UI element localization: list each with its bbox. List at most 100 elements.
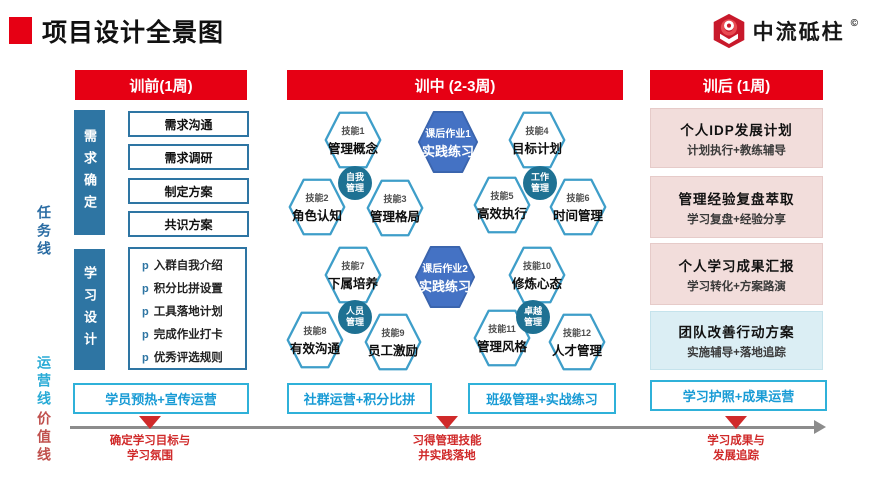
skill-tag: 技能1 (341, 125, 365, 136)
circle-line2: 管理 (345, 183, 364, 193)
title-accent-square (9, 17, 32, 44)
list-item-label: 积分比拼设置 (153, 283, 223, 295)
hexagon-shape (473, 176, 531, 234)
milestone-line2: 发展追踪 (713, 450, 759, 463)
hexagon-shape (324, 111, 382, 169)
post-card-title: 个人IDP发展计划 (680, 122, 793, 138)
circle-line1: 卓越 (523, 306, 542, 317)
stage-label-demand-confirm: 需求确定 (74, 110, 105, 235)
milestone-line2: 并实践落地 (418, 450, 476, 463)
hex-skill-6: 技能6 时间管理 (549, 178, 607, 236)
circle-line1: 工作 (530, 172, 549, 183)
list-item: p 入群自我介绍 (142, 257, 245, 273)
brand-logo-icon (713, 13, 744, 49)
post-card-title: 团队改善行动方案 (678, 325, 795, 340)
hex-skill-10: 技能10 修炼心态 (508, 246, 566, 304)
hexagon-shape (288, 178, 346, 236)
header-pre-training: 训前(1周) (75, 70, 247, 100)
homework-name: 实践练习 (418, 278, 471, 294)
skill-tag: 技能11 (488, 323, 516, 334)
hexagon-shape (414, 245, 476, 309)
list-item: p 完成作业打卡 (142, 326, 245, 342)
post-card-subtitle: 学习复盘+经验分享 (687, 213, 786, 226)
list-item-label: 完成作业打卡 (153, 329, 223, 341)
skill-name: 目标计划 (511, 141, 562, 156)
hexagon-shape (417, 110, 479, 174)
rail-task-line: 任务线 (36, 205, 52, 259)
skill-name: 下属培养 (327, 276, 378, 291)
post-card-title: 个人学习成果汇报 (678, 258, 795, 274)
bullet-icon: p (142, 283, 149, 295)
circle-line2: 管理 (345, 317, 364, 327)
skill-name: 时间管理 (552, 208, 603, 223)
stage-label-learning-design: 学习设计 (74, 249, 105, 370)
hexagon-shape (364, 313, 422, 371)
rail-operation-line: 运营线 (36, 355, 52, 409)
skill-name: 管理风格 (476, 339, 527, 354)
circle-excellence-management: 卓越 管理 (516, 300, 550, 334)
hex-homework-2: 课后作业2 实践练习 (414, 245, 476, 309)
op-box-passport: 学习护照+成果运营 (650, 380, 827, 411)
milestone-marker-icon (725, 416, 747, 429)
hexagon-shape (548, 313, 606, 371)
pre-item-consensus-plan: 共识方案 (128, 211, 249, 237)
post-card-title: 管理经验复盘萃取 (678, 191, 795, 207)
skill-tag: 技能2 (305, 192, 329, 203)
skill-name: 角色认知 (291, 208, 342, 223)
op-box-community: 社群运营+积分比拼 (287, 383, 432, 414)
list-item: p 工具落地计划 (142, 303, 245, 319)
post-card-report: 个人学习成果汇报 学习转化+方案路演 (650, 243, 823, 305)
milestone-line1: 确定学习目标与 (109, 435, 191, 447)
skill-name: 管理概念 (327, 141, 378, 156)
list-item: p 优秀评选规则 (142, 349, 245, 365)
skill-tag: 技能7 (341, 260, 365, 271)
milestone-marker-icon (139, 416, 161, 429)
post-card-idp: 个人IDP发展计划 计划执行+教练辅导 (650, 108, 823, 168)
circle-people-management: 人员 管理 (338, 300, 372, 334)
skill-tag: 技能9 (381, 327, 405, 338)
post-card-team-action: 团队改善行动方案 实施辅导+落地追踪 (650, 311, 823, 370)
rail-value-line: 价值线 (36, 411, 52, 465)
skill-tag: 技能10 (522, 260, 551, 271)
skill-name: 员工激励 (367, 343, 418, 358)
milestone-line1: 习得管理技能 (412, 435, 482, 447)
circle-self-management: 自我 管理 (338, 166, 372, 200)
circle-work-management: 工作 管理 (523, 166, 557, 200)
skill-tag: 技能8 (303, 325, 327, 336)
bullet-icon: p (142, 260, 149, 272)
skill-name: 管理格局 (369, 209, 420, 224)
list-item-label: 优秀评选规则 (153, 352, 223, 364)
bullet-icon: p (142, 306, 149, 318)
hex-skill-11: 技能11 管理风格 (473, 309, 531, 367)
homework-name: 实践练习 (421, 143, 474, 159)
milestone-goal-atmosphere: 确定学习目标与 学习氛围 (110, 434, 191, 464)
brand-logo: 中流砥柱 © (711, 12, 858, 50)
hex-skill-1: 技能1 管理概念 (324, 111, 382, 169)
page-title: 项目设计全景图 (42, 19, 225, 47)
pre-item-make-plan: 制定方案 (128, 178, 249, 204)
milestone-line2: 学习氛围 (127, 450, 173, 463)
pre-item-demand-communication: 需求沟通 (128, 111, 249, 137)
post-card-subtitle: 实施辅导+落地追踪 (687, 347, 786, 359)
skill-name: 修炼心态 (511, 276, 562, 291)
skill-tag: 技能6 (566, 192, 590, 203)
hexagon-shape (508, 246, 566, 304)
hexagon-shape (549, 178, 607, 236)
list-item: p 积分比拼设置 (142, 280, 245, 296)
circle-line1: 自我 (345, 172, 364, 183)
hex-skill-7: 技能7 下属培养 (324, 246, 382, 304)
copyright-mark: © (850, 17, 858, 29)
bullet-icon: p (142, 352, 149, 364)
homework-tag: 课后作业2 (422, 263, 468, 275)
skill-tag: 技能5 (490, 190, 514, 201)
milestone-results-tracking: 学习成果与 发展追踪 (707, 434, 765, 464)
pre-item-demand-research: 需求调研 (128, 144, 249, 170)
hexagon-shape (286, 311, 344, 369)
hexagon-shape (508, 111, 566, 169)
skill-name: 人才管理 (551, 343, 602, 358)
